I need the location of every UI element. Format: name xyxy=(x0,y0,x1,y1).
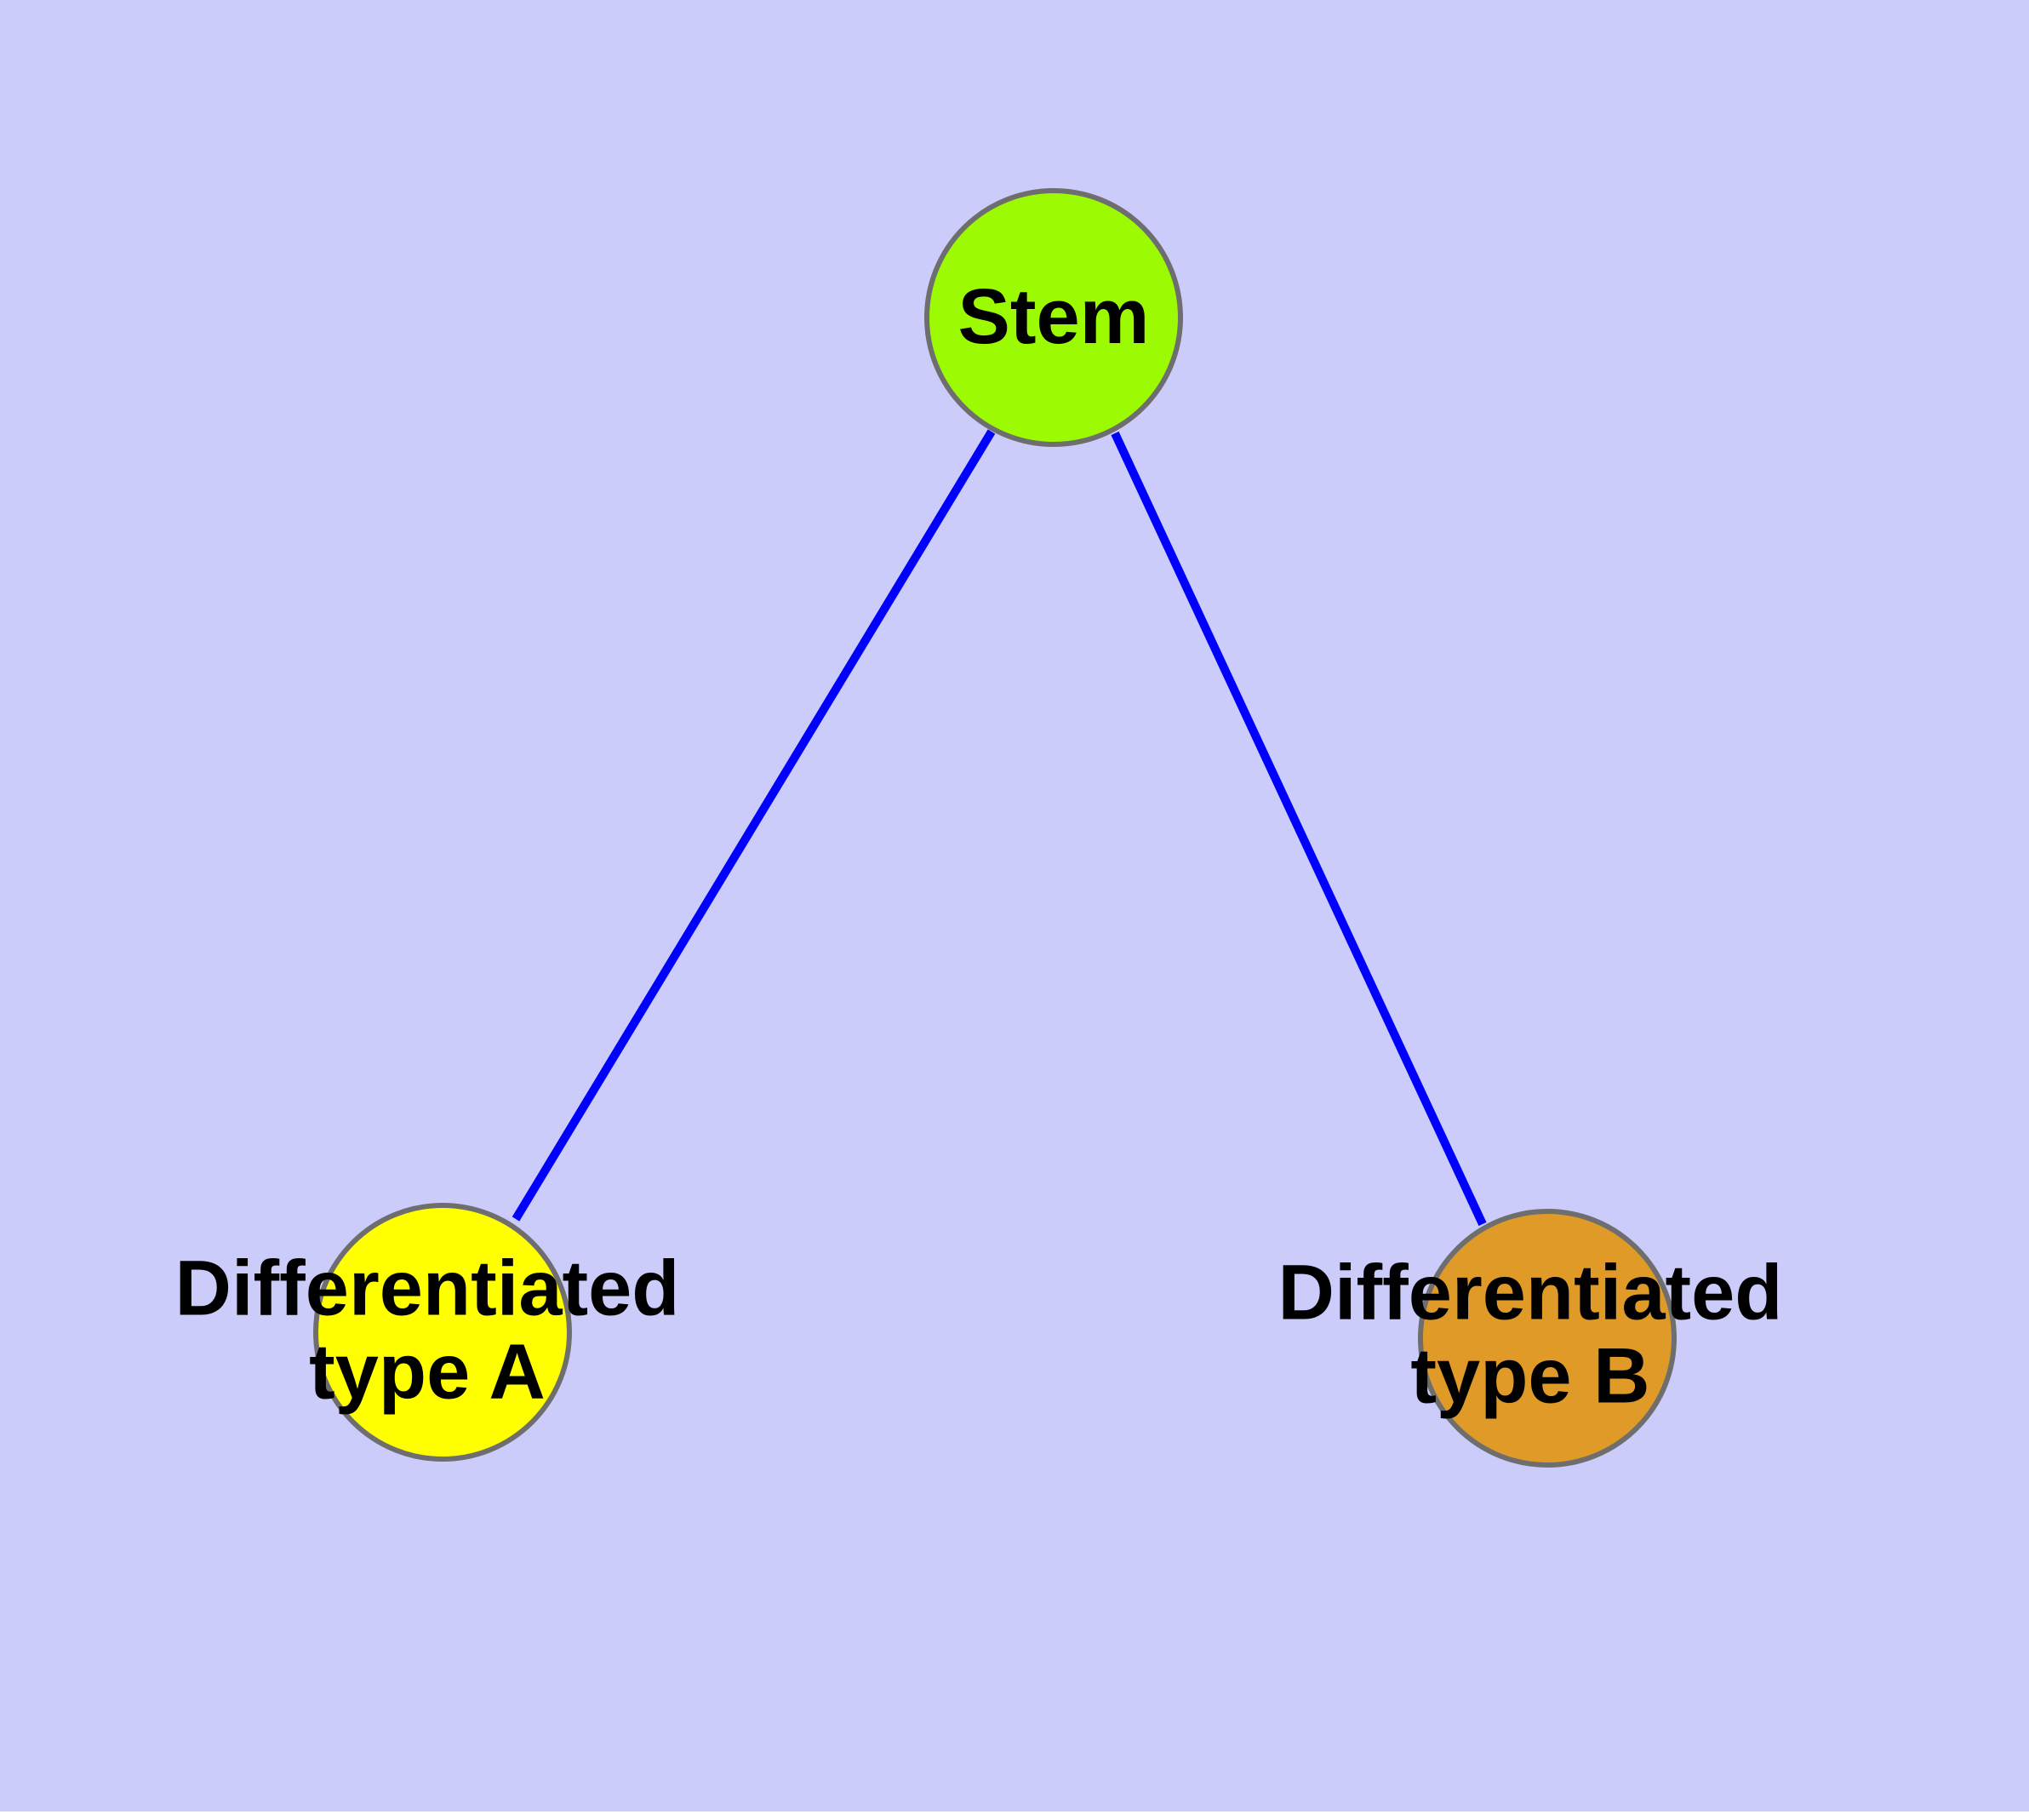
node-differentiated-type-b[interactable] xyxy=(1418,1209,1677,1468)
node-layer xyxy=(313,188,1677,1468)
edge-stem-to-differentiated-b[interactable] xyxy=(1111,431,1487,1227)
node-stem[interactable] xyxy=(924,188,1183,447)
node-differentiated-type-a[interactable] xyxy=(313,1203,572,1462)
edge-layer xyxy=(512,429,1487,1227)
edge-stem-to-differentiated-a[interactable] xyxy=(512,429,996,1222)
